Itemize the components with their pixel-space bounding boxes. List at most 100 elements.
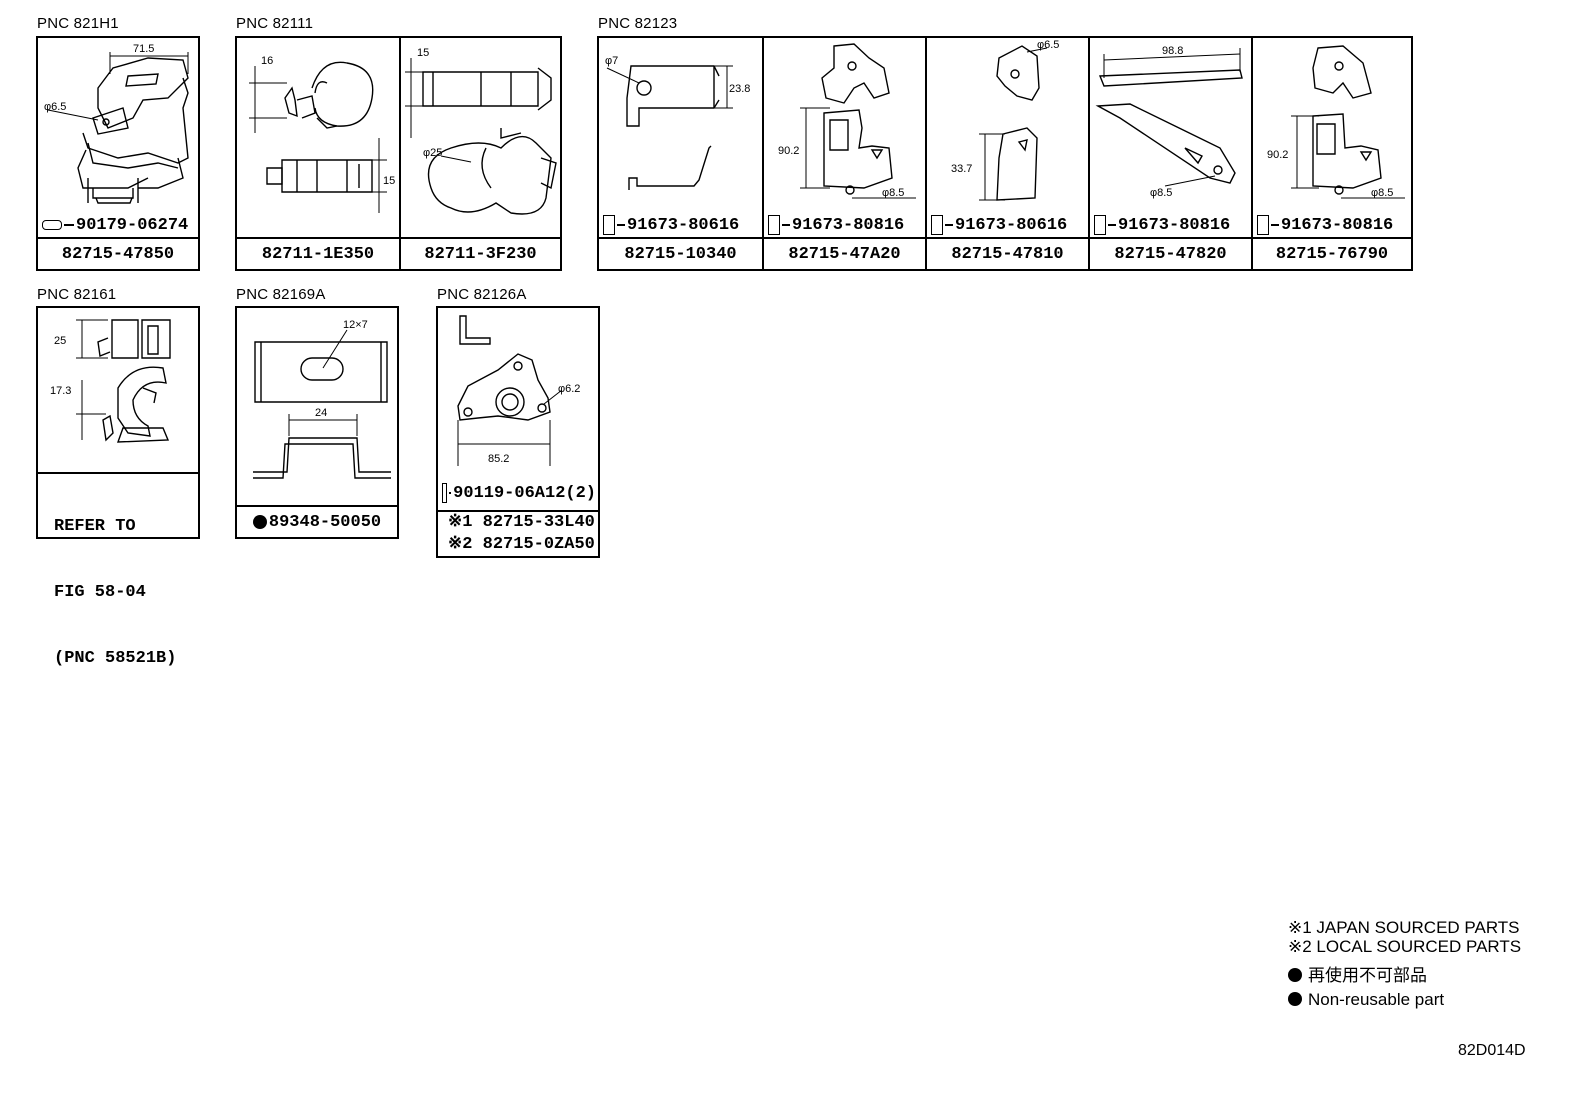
fastener-part-number[interactable]: 91673-80816 [1118, 215, 1231, 235]
dim-label: 85.2 [488, 453, 509, 465]
part-cell: 98.8 φ8.5 91673-80816 82715-47820 [1088, 38, 1251, 269]
non-reusable-bullet-icon [1288, 968, 1302, 982]
part-number[interactable]: 82715-10340 [624, 244, 737, 264]
dim-label: φ8.5 [882, 187, 904, 199]
part-number[interactable]: 82711-1E350 [261, 244, 375, 264]
part-number-row: 82715-47820 [1090, 237, 1251, 269]
legend: ※1 JAPAN SOURCED PARTS ※2 LOCAL SOURCED … [1288, 918, 1521, 956]
part-number[interactable]: 89348-50050 [268, 512, 382, 532]
pnc-label: PNC 821H1 [37, 15, 119, 32]
part-panel-82126a: φ6.2 85.2 90119-06A12(2) ※1 82715-33L40 … [436, 306, 600, 558]
dim-label: 24 [315, 407, 327, 419]
part-panel-821h1: 71.5 φ6.5 90179-06274 82715-47850 [36, 36, 200, 271]
part-number-row: 82715-76790 [1253, 237, 1411, 269]
fastener-row: 91673-80616 [603, 214, 760, 236]
legend-local-sourced: ※2 LOCAL SOURCED PARTS [1288, 937, 1522, 956]
part-number[interactable]: ※1 82715-33L40 [448, 513, 595, 532]
dim-label: φ6.5 [1037, 39, 1059, 51]
part-number[interactable]: 82715-47850 [61, 244, 175, 264]
part-number-cell: 89348-50050 [237, 507, 397, 537]
dim-label: 23.8 [729, 83, 750, 95]
part-number[interactable]: 82711-3F230 [424, 244, 537, 264]
refer-line: REFER TO [54, 517, 136, 536]
fastener-row: 91673-80816 [768, 214, 923, 236]
dim-label: 17.3 [50, 385, 71, 397]
clamp-drawing: 15 φ25 [401, 47, 561, 238]
dim-label: 12×7 [343, 319, 368, 331]
dim-label: 90.2 [1267, 149, 1288, 161]
fastener-part-number[interactable]: 90179-06274 [76, 215, 189, 235]
dim-label: 15 [383, 175, 395, 187]
bolt-icon [603, 215, 615, 235]
legend-non-reusable: 再使用不可部品 Non-reusable part [1288, 966, 1444, 1009]
part-panel-82161: 25 17.3 REFER TO FIG 58-04 (PNC 58521B) [36, 306, 200, 668]
part-cell: 16 15 82711-1E350 [237, 38, 399, 269]
part-number[interactable]: 82715-47A20 [788, 244, 901, 264]
dim-label: 25 [54, 335, 66, 347]
non-reusable-bullet-icon [252, 515, 267, 529]
dim-label: φ7 [605, 55, 618, 67]
fastener-row: 91673-80616 [931, 214, 1086, 236]
bolt-icon [442, 483, 448, 503]
non-reusable-bullet-icon [1288, 992, 1302, 1006]
dim-label: φ6.5 [44, 101, 66, 113]
part-cell: 90.2 φ8.5 91673-80816 82715-76790 [1251, 38, 1411, 269]
part-number[interactable]: 82715-47820 [1114, 244, 1227, 264]
bracket-drawing: 90.2 φ8.5 [1267, 38, 1413, 199]
part-panel-82111: 16 15 82711-1E350 [235, 36, 562, 271]
dim-label: 16 [261, 55, 273, 67]
bracket-drawing: φ6.5 33.7 [951, 39, 1059, 218]
part-number[interactable]: ※2 82715-0ZA50 [448, 535, 595, 554]
refer-note[interactable]: REFER TO FIG 58-04 (PNC 58521B) [54, 472, 176, 714]
bracket-drawing: 98.8 φ8.5 [1090, 45, 1250, 199]
figure-code: 82D014D [1458, 1042, 1526, 1059]
part-cell: φ7 23.8 91673-80616 82715-10340 [599, 38, 762, 269]
part-number-row: 82711-3F230 [401, 237, 560, 269]
pnc-label: PNC 82169A [236, 286, 326, 303]
part-number-row: 82715-10340 [599, 237, 762, 269]
bracket-drawing: 90.2 φ8.5 [778, 38, 924, 199]
dim-label: φ8.5 [1371, 187, 1393, 199]
part-number[interactable]: 82715-47810 [951, 244, 1064, 264]
fastener-row: 91673-80816 [1257, 214, 1409, 236]
fastener-part-number[interactable]: 91673-80616 [955, 215, 1068, 235]
dim-label: 15 [417, 47, 429, 59]
part-number-row: 89348-50050 [237, 505, 397, 537]
fastener-row: 91673-80816 [1094, 214, 1249, 236]
part-number-row: 82711-1E350 [237, 237, 399, 269]
dim-label: φ25 [423, 147, 442, 159]
fastener-part-number[interactable]: 90119-06A12(2) [453, 483, 596, 503]
clamp-drawing: 16 15 [237, 55, 395, 238]
part-cell: 90.2 φ8.5 91673-80816 82715-47A20 [762, 38, 925, 269]
fastener-part-number[interactable]: 91673-80816 [1281, 215, 1394, 235]
fastener-row: 90119-06A12(2) [442, 482, 596, 504]
bracket-drawing: 12×7 24 [237, 319, 397, 508]
bracket-drawing: φ6.2 85.2 [438, 308, 580, 478]
part-panel-82123: φ7 23.8 91673-80616 82715-10340 [597, 36, 1413, 271]
pnc-label: PNC 82161 [37, 286, 117, 303]
fastener-part-number[interactable]: 91673-80816 [792, 215, 905, 235]
dim-label: φ8.5 [1150, 187, 1172, 199]
part-cell: 15 φ25 82711-3F230 [399, 38, 560, 269]
legend-japan-sourced: ※1 JAPAN SOURCED PARTS [1288, 918, 1520, 937]
part-number-row: 82715-47810 [927, 237, 1088, 269]
dim-label: 33.7 [951, 163, 972, 175]
part-number-row: 82715-47850 [38, 237, 198, 269]
clamp-drawing: 25 17.3 [50, 308, 198, 473]
legend-non-reusable-jp: 再使用不可部品 [1308, 966, 1427, 985]
part-panel-82169a: 12×7 24 89348-50050 [235, 306, 399, 539]
pnc-label: PNC 82126A [437, 286, 527, 303]
bracket-drawing: 71.5 φ6.5 [44, 43, 198, 238]
bolt-icon [1094, 215, 1106, 235]
refer-line: (PNC 58521B) [54, 649, 177, 668]
pnc-label: PNC 82123 [598, 15, 678, 32]
pnc-label: PNC 82111 [236, 15, 314, 32]
dim-label: 90.2 [778, 145, 799, 157]
bolt-icon [768, 215, 780, 235]
refer-line: FIG 58-04 [54, 583, 146, 602]
dim-label: 71.5 [133, 43, 154, 55]
fastener-part-number[interactable]: 91673-80616 [627, 215, 740, 235]
part-number[interactable]: 82715-76790 [1275, 244, 1389, 264]
bolt-icon [931, 215, 943, 235]
bracket-drawing: φ7 23.8 [605, 55, 750, 218]
